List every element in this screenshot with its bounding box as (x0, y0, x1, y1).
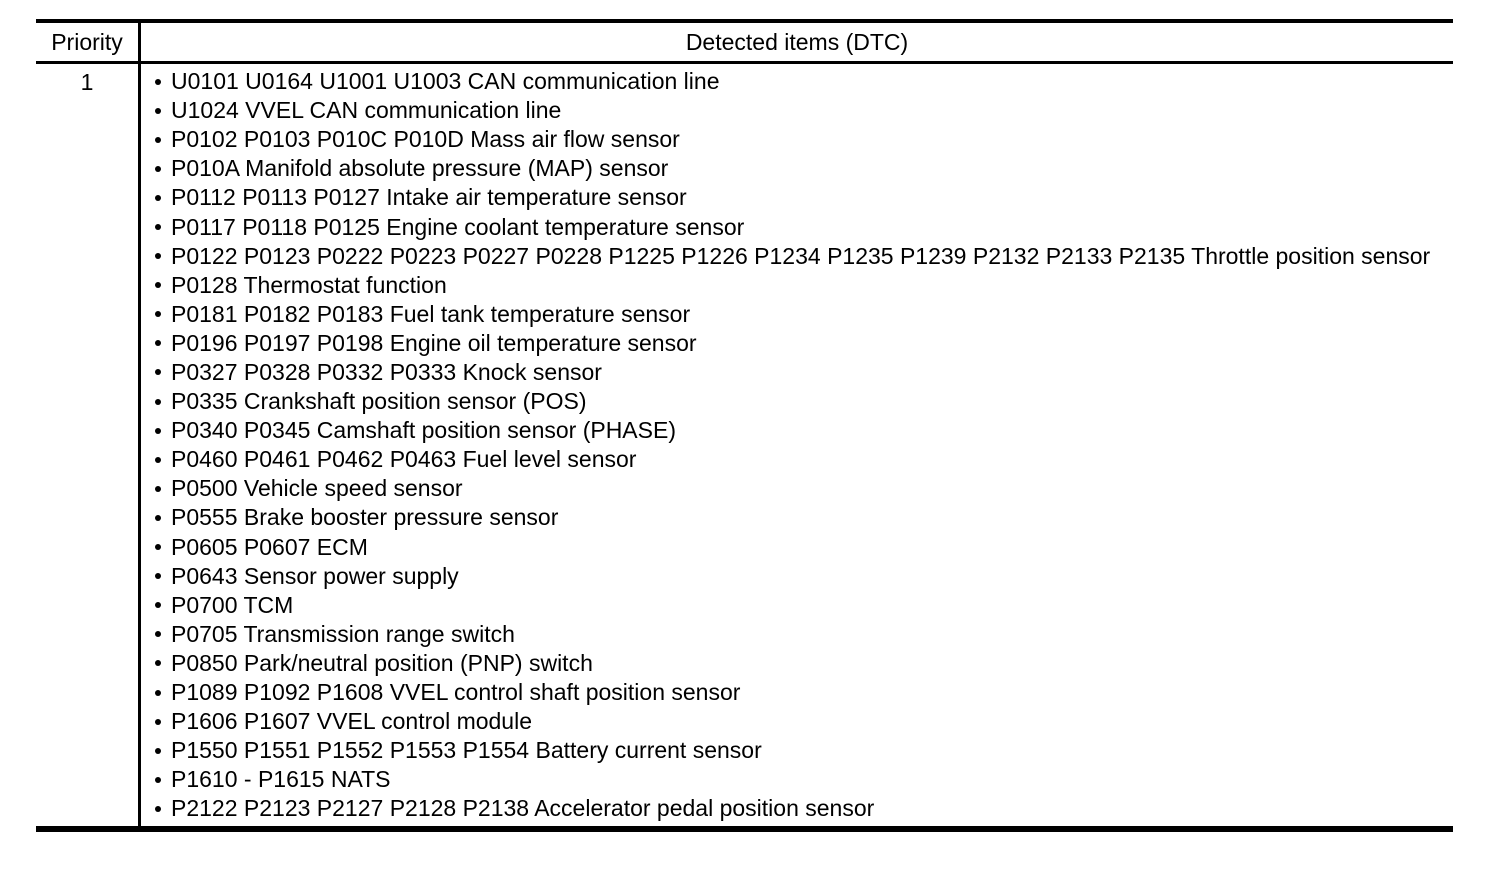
list-item: U0101 U0164 U1001 U1003 CAN communicatio… (155, 67, 1453, 96)
list-item: P0340 P0345 Camshaft position sensor (PH… (155, 416, 1453, 445)
bullet-icon (155, 631, 161, 638)
column-header-detected-items: Detected items (DTC) (685, 28, 909, 55)
dtc-priority-table: Priority Detected items (DTC) 1 U0101 U0… (36, 19, 1453, 833)
list-item: P1089 P1092 P1608 VVEL control shaft pos… (155, 678, 1453, 707)
dtc-item-text: P0181 P0182 P0183 Fuel tank temperature … (171, 300, 691, 327)
list-item: P0196 P0197 P0198 Engine oil temperature… (155, 329, 1453, 358)
bullet-icon (155, 78, 161, 85)
list-item: P0122 P0123 P0222 P0223 P0227 P0228 P122… (155, 242, 1453, 271)
dtc-item-text: P0335 Crankshaft position sensor (POS) (171, 388, 587, 415)
dtc-item-text: P0500 Vehicle speed sensor (171, 475, 463, 502)
dtc-item-text: P0122 P0123 P0222 P0223 P0227 P0228 P122… (171, 242, 1431, 269)
bullet-icon (155, 165, 161, 172)
dtc-item-text: P0112 P0113 P0127 Intake air temperature… (171, 184, 687, 211)
dtc-item-text: P0196 P0197 P0198 Engine oil temperature… (171, 329, 697, 356)
bullet-icon (155, 660, 161, 667)
list-item: P1550 P1551 P1552 P1553 P1554 Battery cu… (155, 736, 1453, 765)
dtc-item-text: P0327 P0328 P0332 P0333 Knock sensor (171, 358, 602, 385)
table-header-row: Priority Detected items (DTC) (36, 23, 1453, 64)
dtc-item-text: P010A Manifold absolute pressure (MAP) s… (171, 155, 669, 182)
bullet-icon (155, 311, 161, 318)
dtc-item-text: P0128 Thermostat function (171, 271, 447, 298)
bullet-icon (155, 398, 161, 405)
bullet-icon (155, 136, 161, 143)
list-item: P0327 P0328 P0332 P0333 Knock sensor (155, 358, 1453, 387)
dtc-item-text: P1550 P1551 P1552 P1553 P1554 Battery cu… (171, 737, 762, 764)
bullet-icon (155, 194, 161, 201)
priority-cell: 1 (36, 64, 141, 827)
table-row: 1 U0101 U0164 U1001 U1003 CAN communicat… (36, 64, 1453, 827)
bullet-icon (155, 485, 161, 492)
dtc-item-text: P1606 P1607 VVEL control module (171, 708, 533, 735)
bullet-icon (155, 282, 161, 289)
list-item: P0605 P0607 ECM (155, 533, 1453, 562)
dtc-item-text: P2122 P2123 P2127 P2128 P2138 Accelerato… (171, 795, 875, 822)
bullet-icon (155, 456, 161, 463)
list-item: P0643 Sensor power supply (155, 562, 1453, 591)
list-item: P0500 Vehicle speed sensor (155, 474, 1453, 503)
list-item: P0112 P0113 P0127 Intake air temperature… (155, 183, 1453, 212)
bullet-icon (155, 602, 161, 609)
column-header-priority: Priority (36, 23, 141, 61)
bullet-icon (155, 369, 161, 376)
list-item: P0128 Thermostat function (155, 271, 1453, 300)
dtc-item-text: P0555 Brake booster pressure sensor (171, 504, 559, 531)
list-item: U1024 VVEL CAN communication line (155, 96, 1453, 125)
bullet-icon (155, 776, 161, 783)
list-item: P0335 Crankshaft position sensor (POS) (155, 387, 1453, 416)
dtc-item-text: P0850 Park/neutral position (PNP) switch (171, 649, 593, 676)
dtc-item-text: P1610 - P1615 NATS (171, 766, 391, 793)
bullet-icon (155, 340, 161, 347)
list-item: P0705 Transmission range switch (155, 620, 1453, 649)
bullet-icon (155, 514, 161, 521)
list-item: P010A Manifold absolute pressure (MAP) s… (155, 154, 1453, 183)
dtc-item-text: U1024 VVEL CAN communication line (171, 97, 562, 124)
list-item: P1606 P1607 VVEL control module (155, 707, 1453, 736)
dtc-item-text: P0700 TCM (171, 591, 294, 618)
dtc-item-text: P0460 P0461 P0462 P0463 Fuel level senso… (171, 446, 637, 473)
bullet-icon (155, 573, 161, 580)
list-item: P0117 P0118 P0125 Engine coolant tempera… (155, 212, 1453, 241)
list-item: P0460 P0461 P0462 P0463 Fuel level senso… (155, 445, 1453, 474)
dtc-item-text: P0117 P0118 P0125 Engine coolant tempera… (171, 213, 745, 240)
bullet-icon (155, 427, 161, 434)
bullet-icon (155, 718, 161, 725)
list-item: P1610 - P1615 NATS (155, 765, 1453, 794)
bullet-icon (155, 224, 161, 231)
list-item: P0850 Park/neutral position (PNP) switch (155, 649, 1453, 678)
bullet-icon (155, 689, 161, 696)
dtc-item-text: U0101 U0164 U1001 U1003 CAN communicatio… (171, 68, 720, 95)
dtc-item-text: P0605 P0607 ECM (171, 533, 368, 560)
dtc-item-text: P0643 Sensor power supply (171, 562, 459, 589)
list-item: P2122 P2123 P2127 P2128 P2138 Accelerato… (155, 794, 1453, 823)
dtc-item-text: P0705 Transmission range switch (171, 620, 515, 647)
dtc-item-text: P1089 P1092 P1608 VVEL control shaft pos… (171, 679, 741, 706)
bullet-icon (155, 107, 161, 114)
bullet-icon (155, 747, 161, 754)
bullet-icon (155, 253, 161, 260)
dtc-item-text: P0340 P0345 Camshaft position sensor (PH… (171, 417, 676, 444)
bullet-icon (155, 544, 161, 551)
list-item: P0181 P0182 P0183 Fuel tank temperature … (155, 300, 1453, 329)
dtc-item-text: P0102 P0103 P010C P010D Mass air flow se… (171, 126, 680, 153)
bullet-icon (155, 805, 161, 812)
list-item: P0102 P0103 P010C P010D Mass air flow se… (155, 125, 1453, 154)
list-item: P0700 TCM (155, 591, 1453, 620)
dtc-list: U0101 U0164 U1001 U1003 CAN communicatio… (141, 64, 1453, 826)
list-item: P0555 Brake booster pressure sensor (155, 503, 1453, 532)
